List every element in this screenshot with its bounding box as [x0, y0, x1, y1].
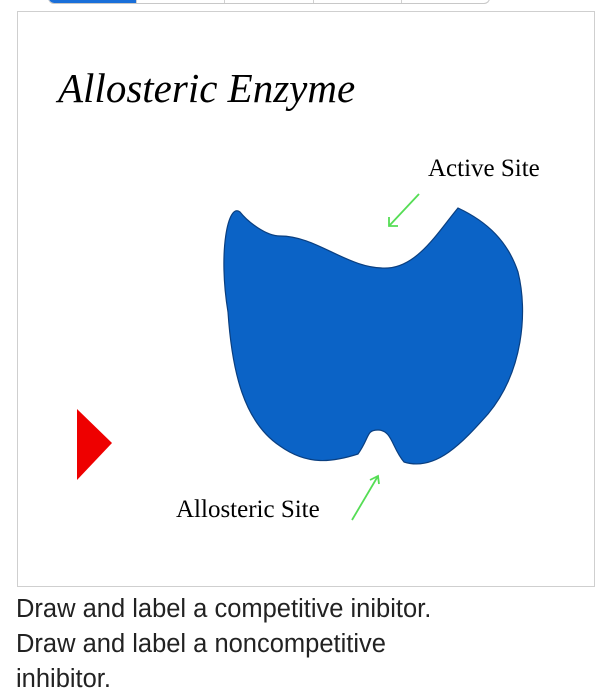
- red-triangle: [77, 409, 112, 480]
- enzyme-shape: [223, 207, 524, 465]
- tab-1[interactable]: [49, 0, 138, 3]
- diagram-frame: Allosteric Enzyme Active Site Allosteric…: [17, 11, 595, 587]
- tab-5[interactable]: [402, 0, 489, 3]
- tab-strip: [48, 0, 490, 4]
- question-line-3: inhibitor.: [16, 665, 111, 693]
- question-line-1: Draw and label a competitive inibitor.: [16, 595, 432, 623]
- enzyme-diagram: [77, 193, 524, 521]
- tab-2[interactable]: [137, 0, 226, 3]
- allosteric-site-arrow: [351, 475, 379, 521]
- tab-4[interactable]: [314, 0, 402, 3]
- active-site-label: Active Site: [428, 155, 540, 182]
- question-line-2: Draw and label a noncompetitive: [16, 630, 386, 658]
- tab-3[interactable]: [225, 0, 314, 3]
- diagram-title: Allosteric Enzyme: [58, 65, 356, 111]
- question-text: Draw and label a competitive inibitor. D…: [16, 592, 596, 697]
- allosteric-site-label: Allosteric Site: [176, 496, 320, 523]
- active-site-arrow: [388, 193, 420, 227]
